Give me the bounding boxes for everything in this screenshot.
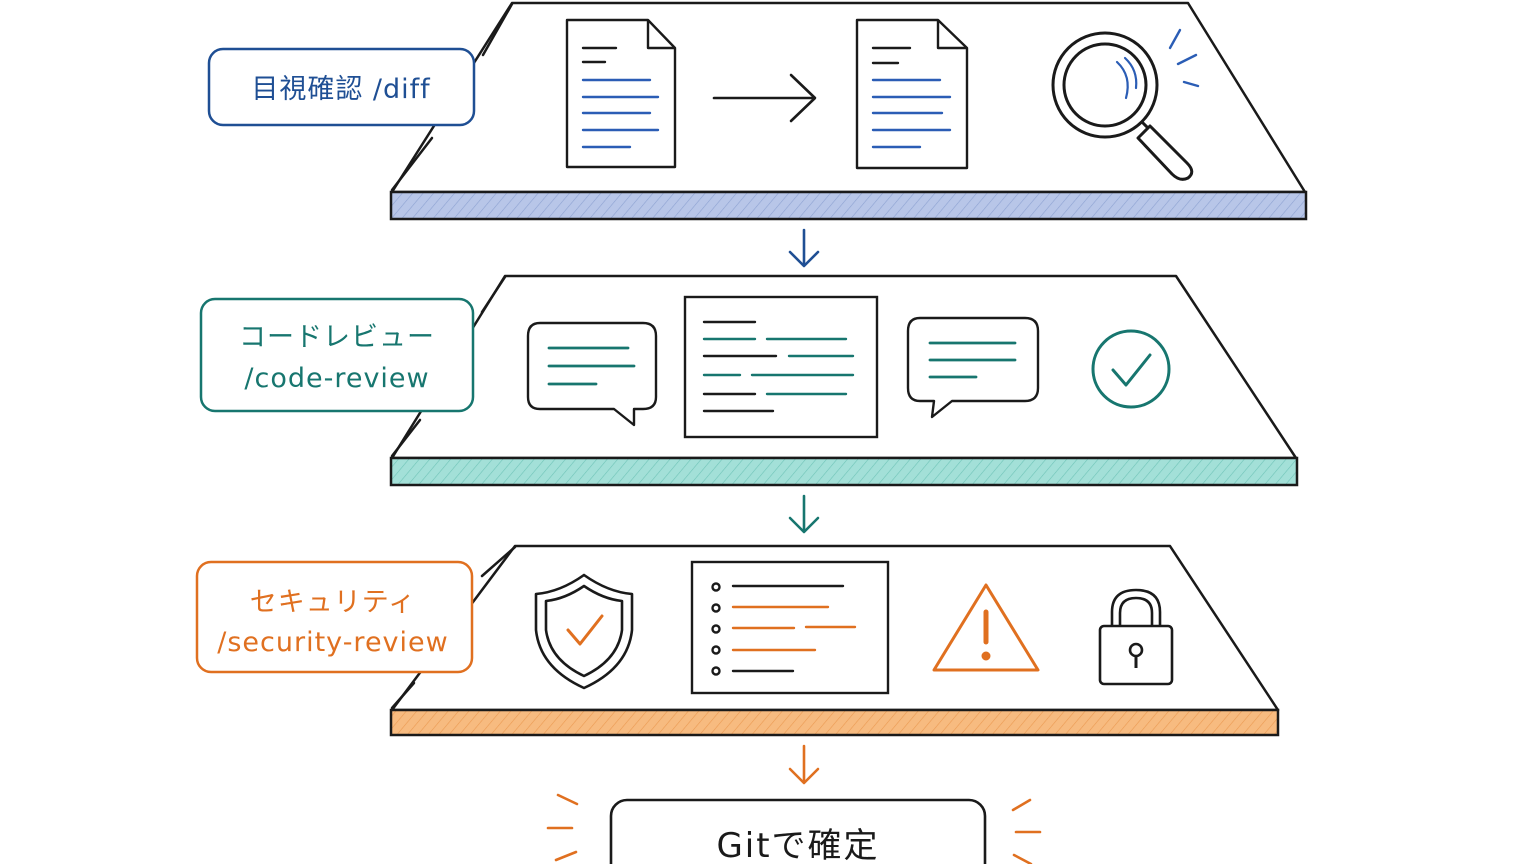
stage-label-diff: 目視確認 /diff [207, 47, 476, 127]
stage-code-review [389, 274, 1299, 487]
stage-label-security-review: セキュリティ /security-review [195, 560, 474, 674]
burst-lines [546, 793, 1042, 864]
padlock-icon [1098, 588, 1174, 686]
stage-diff [389, 1, 1308, 221]
stage-label-diff-text: 目視確認 /diff [251, 74, 431, 105]
shield-check-icon [534, 573, 634, 690]
warning-triangle-icon [932, 583, 1040, 672]
final-git-commit: Gitで確定 [546, 793, 1042, 864]
document-icon [855, 18, 969, 170]
stage-diff-slab [389, 190, 1308, 221]
speech-bubble-icon [526, 321, 658, 427]
magnifier-icon [1051, 28, 1200, 181]
stage-label-code-review-line1: コードレビュー [239, 322, 435, 353]
code-document-icon [683, 295, 879, 439]
checklist-document-icon [690, 560, 890, 695]
stage-code-review-slab [389, 456, 1299, 487]
stage-security-review [389, 544, 1280, 737]
check-circle-icon [1091, 329, 1171, 409]
stage-security-review-slab [389, 708, 1280, 737]
stage-label-security-review-line1: セキュリティ [250, 587, 416, 618]
flow-arrow-down [788, 744, 820, 785]
document-icon [565, 18, 677, 169]
stage-label-code-review: コードレビュー /code-review [199, 297, 475, 413]
flow-arrow-down [788, 228, 820, 268]
stage-label-code-review-line2: /code-review [244, 363, 429, 394]
arrow-right-icon [712, 73, 817, 123]
speech-bubble-icon [906, 316, 1040, 419]
flow-arrow-down [788, 494, 820, 534]
stage-label-security-review-line2: /security-review [217, 627, 448, 658]
final-git-label: Gitで確定 [716, 826, 879, 864]
connector-ticks [390, 2, 517, 710]
